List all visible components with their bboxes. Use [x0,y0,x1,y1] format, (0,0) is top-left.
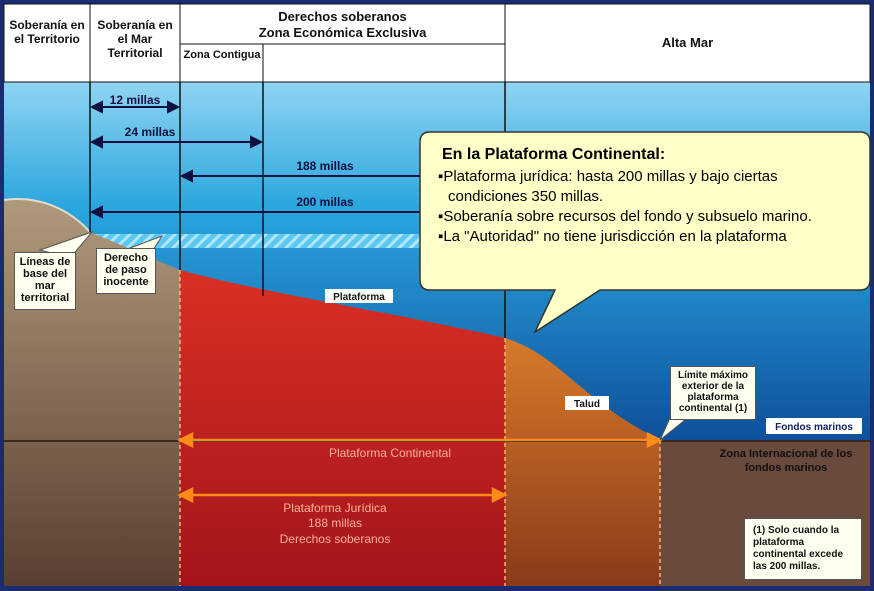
plataforma-continental-label: Plataforma Continental [329,446,451,460]
zona-internacional-1: Zona Internacional de los [720,448,853,460]
coastline [3,198,91,233]
continental-slope [505,338,660,586]
innocent-passage-box: Derecho de paso inocente [96,248,156,294]
callout-item-1b: condiciones 350 millas. [448,188,604,205]
plataforma-label-bg [325,289,393,303]
fondos-label-bg [766,418,862,434]
arrow-label-188: 188 millas [296,159,354,173]
header-territory: Soberanía en el Territorio [9,18,85,46]
header-eez: Zona Económica Exclusiva [258,25,427,40]
callout-text: En la Plataforma Continental: ▪Plataform… [420,140,868,290]
header-bg [3,3,871,83]
limit-box: Límite máximo exterior de la plataforma … [670,366,756,420]
header-high-seas: Alta Mar [661,35,714,50]
orange-span-arrows [177,431,663,504]
header-sovereign-rights: Derechos soberanos [278,9,407,24]
baselines-box: Líneas de base del mar territorial [14,252,76,310]
arrow-label-12: 12 millas [110,93,161,107]
header-territorial-sea: Soberanía en el Mar Territorial [97,18,173,60]
talud-label-bg [565,396,609,410]
footnote-box: (1) Solo cuando la plataforma continenta… [744,518,862,580]
zona-internacional-2: fondos marinos [745,462,828,474]
sea-surface-band [90,234,420,248]
callout-item-1: ▪Plataforma jurídica: hasta 200 millas y… [438,168,778,185]
fondos-label: Fondos marinos [775,422,853,433]
continental-shelf [180,270,505,586]
callout-bubble [419,131,871,335]
callout-item-3: ▪La "Autoridad" no tiene jurisdicción en… [438,228,787,245]
talud-label: Talud [574,399,600,410]
callout-item-2: ▪Soberanía sobre recursos del fondo y su… [438,208,812,225]
plataforma-label: Plataforma [333,292,385,303]
arrow-label-200: 200 millas [296,195,354,209]
juridica-line-3: Derechos soberanos [280,532,391,546]
callout-title: En la Plataforma Continental: [442,146,666,163]
header-contiguous-zone: Zona Contigua [183,49,261,61]
arrow-label-24: 24 millas [125,125,176,139]
juridica-line-1: Plataforma Jurídica [283,501,387,515]
juridica-line-2: 188 millas [308,516,362,530]
distance-arrows [89,100,420,219]
